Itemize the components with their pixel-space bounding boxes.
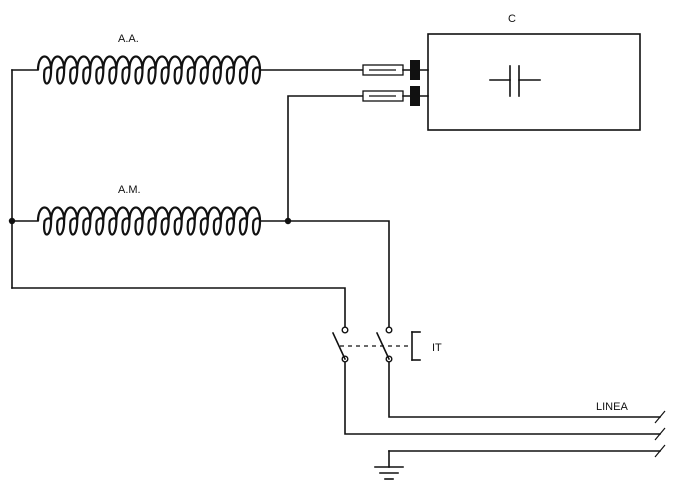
capacitor-label: C: [508, 13, 516, 25]
coil-run-label: A.M.: [118, 184, 141, 196]
line-label: LINEA: [596, 401, 628, 413]
ground-icon: [374, 466, 404, 480]
run-coil: [36, 206, 262, 236]
wiring: [11, 69, 661, 468]
switch-label: IT: [432, 342, 442, 354]
junction-dot-left: [8, 217, 16, 225]
line-terminals: [654, 410, 666, 458]
coil-start-label: A.A.: [118, 33, 139, 45]
start-coil: [36, 55, 262, 85]
double-pole-switch: [331, 326, 421, 363]
capacitor-icon: [489, 65, 541, 97]
junction-dot-right: [284, 217, 292, 225]
capacitor-block: [362, 33, 641, 131]
